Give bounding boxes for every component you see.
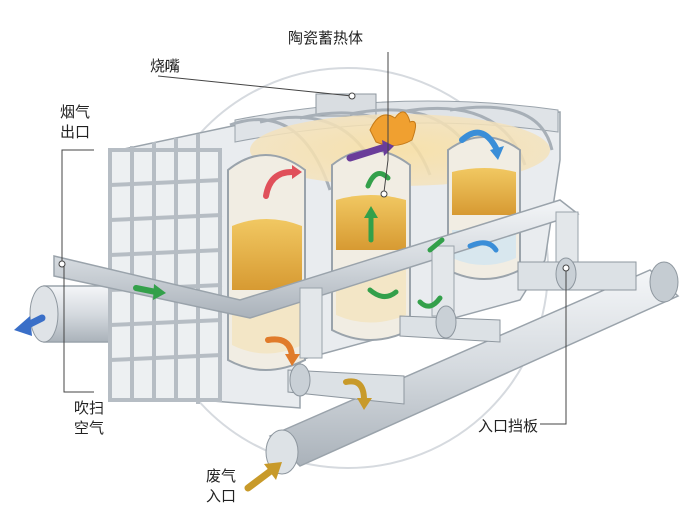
- label-flue-gas-line-2: 出口: [60, 123, 91, 141]
- label-waste-gas-inlet: 废气 入口: [206, 466, 236, 506]
- label-purge-air-line-1: 吹扫: [74, 399, 105, 417]
- regenerator-chamber-3: [447, 136, 521, 280]
- label-flue-gas-line-1: 烟气: [60, 103, 91, 121]
- label-waste-gas-line-2: 入口: [206, 487, 237, 505]
- label-ceramic-regenerator: 陶瓷蓄热体: [288, 29, 364, 47]
- burner-flame: [369, 111, 416, 146]
- label-flue-gas-outlet: 烟气 出口: [60, 102, 90, 142]
- label-waste-gas-line-1: 废气: [206, 467, 237, 485]
- flow-arrows: [14, 129, 504, 492]
- label-purge-air-line-2: 空气: [74, 419, 105, 437]
- label-burner: 烧嘴: [150, 57, 181, 75]
- label-leader-lines: [58, 52, 570, 425]
- label-inlet-damper: 入口挡板: [478, 417, 539, 435]
- waste-gas-main-pipe: [265, 261, 680, 475]
- inlet-damper-valves: [287, 257, 637, 405]
- label-purge-air: 吹扫 空气: [74, 398, 104, 438]
- front-grid-frame: [108, 134, 223, 404]
- purge-air-pipe: [53, 199, 580, 359]
